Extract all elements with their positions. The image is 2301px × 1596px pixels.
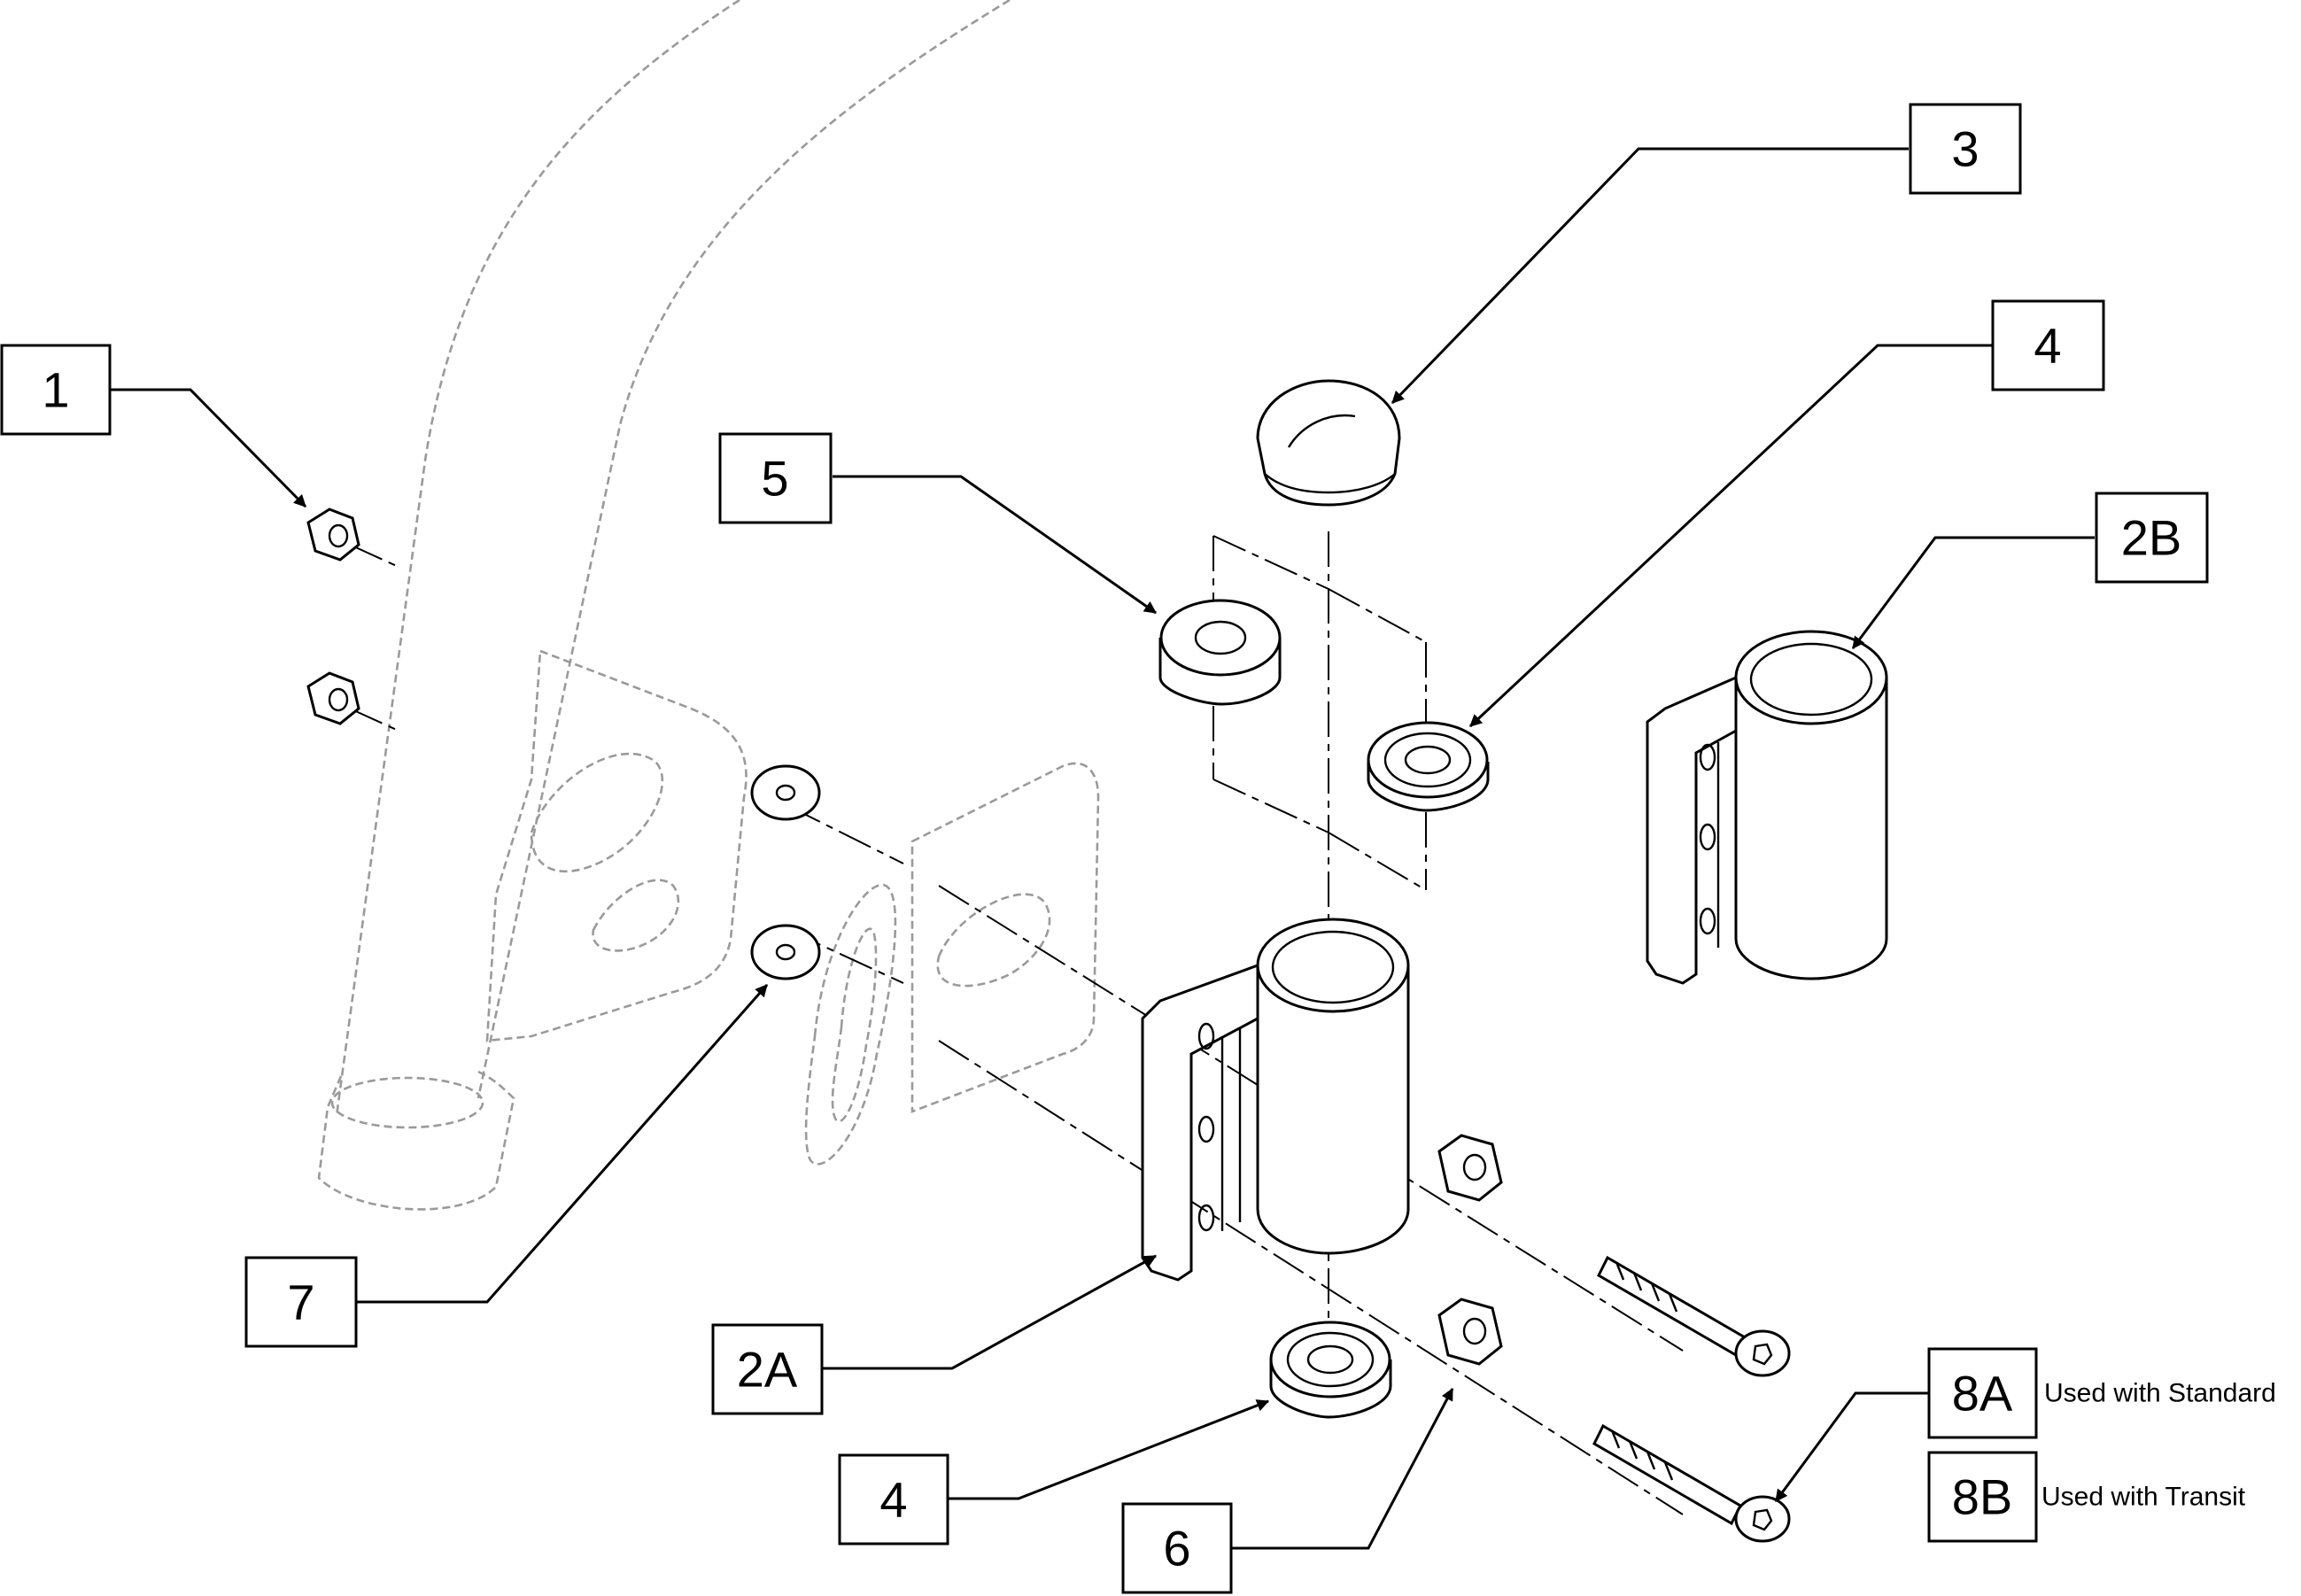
callout-item-7: 7: [244, 1256, 358, 1348]
callout-label: 1: [42, 362, 69, 418]
callout-item-6: 6: [1121, 1502, 1233, 1594]
spacer: [1158, 599, 1282, 706]
leader-lines: [111, 147, 2095, 1550]
hinge-bracket-2b: [1646, 630, 1888, 985]
callout-note: Used with Transit: [2041, 1483, 2246, 1512]
callout-label: 3: [1951, 121, 1979, 177]
callout-label: 8B: [1952, 1469, 2013, 1525]
callout-item-8a: 8A Used with Standard: [1927, 1347, 2276, 1439]
callout-label: 7: [287, 1274, 314, 1330]
callout-item-4-top: 4: [1991, 299, 2105, 391]
bolt-bottom: [1592, 1423, 1791, 1543]
callout-note: Used with Standard: [2044, 1379, 2276, 1408]
callout-item-4-bottom: 4: [838, 1453, 949, 1546]
callout-item-5: 5: [718, 432, 833, 524]
end-cap: [1256, 379, 1401, 507]
hex-nut-top: [1437, 1134, 1503, 1202]
callout-label: 4: [879, 1472, 907, 1528]
callout-label: 2A: [737, 1342, 798, 1398]
callout-item-1: 1: [0, 344, 112, 436]
callout-label: 8A: [1952, 1366, 2013, 1422]
callout-label: 2B: [2121, 510, 2182, 566]
bearing-bottom: [1269, 1321, 1392, 1419]
assembly-axes: [349, 531, 1684, 1515]
washer-bottom: [750, 924, 821, 980]
callout-item-8b: 8B Used with Transit: [1927, 1451, 2246, 1543]
callout-item-2a: 2A: [711, 1323, 824, 1415]
callout-item-2b: 2B: [2095, 492, 2209, 584]
ghost-frame: [317, 0, 1100, 1211]
nut-bottom: [306, 671, 360, 725]
callout-label: 6: [1163, 1521, 1190, 1577]
washer-top: [750, 764, 821, 821]
callout-item-3: 3: [1909, 103, 2022, 195]
nut-top: [306, 507, 360, 562]
hex-nut-bottom: [1437, 1298, 1503, 1366]
callout-label: 4: [2034, 318, 2061, 374]
hinge-bracket-2a: [1141, 918, 1410, 1282]
bolt-top: [1597, 1255, 1791, 1377]
bearing-top: [1367, 721, 1490, 812]
callout-label: 5: [761, 451, 788, 507]
